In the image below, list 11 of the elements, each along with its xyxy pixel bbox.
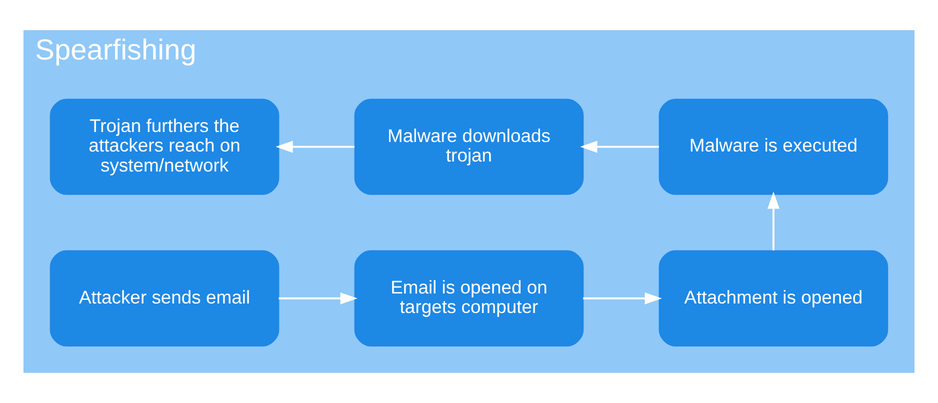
node-box: Attachment is opened: [658, 250, 888, 346]
arrow: [278, 292, 358, 304]
arrow: [580, 140, 659, 153]
node-box: Malware is executed: [658, 98, 888, 195]
node-box: Email is opened on targets computer: [354, 250, 584, 346]
node-box: Attacker sends email: [50, 250, 280, 346]
node-box: Trojan furthers the attackers reach on system/network: [50, 98, 280, 195]
arrow: [276, 140, 354, 153]
arrow: [583, 292, 662, 304]
arrow: [767, 192, 780, 250]
node-box: Malware downloads trojan: [354, 98, 584, 195]
